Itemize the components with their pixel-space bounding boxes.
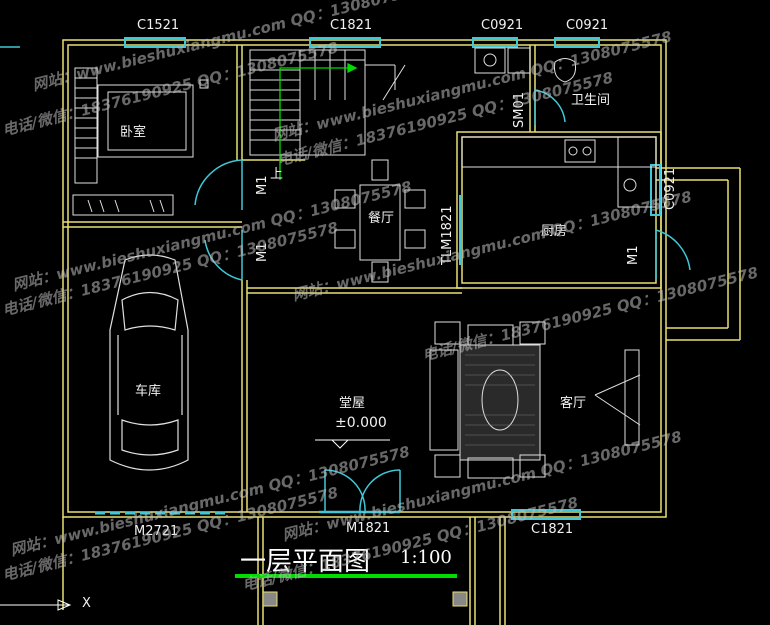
scale-bar: [235, 574, 457, 578]
column-marker: [262, 591, 278, 607]
axis-marker: [0, 599, 72, 611]
dining-set: [334, 159, 426, 283]
rug-pattern: [465, 354, 535, 446]
room-bedroom: 卧室: [120, 125, 147, 140]
doors: [194, 89, 691, 513]
label-m1-a: M1: [255, 175, 270, 196]
label-m1821: M1821: [346, 521, 391, 536]
drawing-title: 一层平面图: [240, 547, 371, 577]
elevation-marker: [315, 439, 390, 449]
stair-arrow: [279, 62, 358, 180]
label-m2721: M2721: [134, 524, 179, 539]
label-c1821-top: C1821: [330, 18, 373, 33]
stairs: [249, 49, 406, 156]
label-c1521: C1521: [137, 18, 180, 33]
bedroom-furniture: [72, 67, 209, 216]
axis-marker-label: X: [82, 596, 91, 611]
column-marker: [452, 591, 468, 607]
label-c1821-bottom: C1821: [531, 522, 574, 537]
label-c0921-a: C0921: [481, 18, 524, 33]
label-c0921-b: C0921: [566, 18, 609, 33]
stair-up-label: 上: [270, 167, 284, 182]
windows: [95, 37, 661, 520]
bathroom-fixtures: [474, 47, 576, 83]
kitchen-fixtures: [461, 136, 657, 208]
room-bathroom: 卫生间: [571, 93, 611, 108]
drawing-scale: 1:100: [400, 547, 452, 568]
room-garage: 车库: [135, 384, 162, 399]
room-living: 客厅: [560, 396, 587, 411]
elevation-label: ±0.000: [335, 415, 387, 431]
car-outline: [109, 254, 189, 471]
living-furniture: [429, 321, 641, 479]
room-dining: 餐厅: [368, 211, 395, 226]
room-hall: 堂屋: [339, 396, 366, 411]
label-m1-c: M1: [626, 245, 641, 266]
room-kitchen: 厨房: [541, 224, 568, 239]
